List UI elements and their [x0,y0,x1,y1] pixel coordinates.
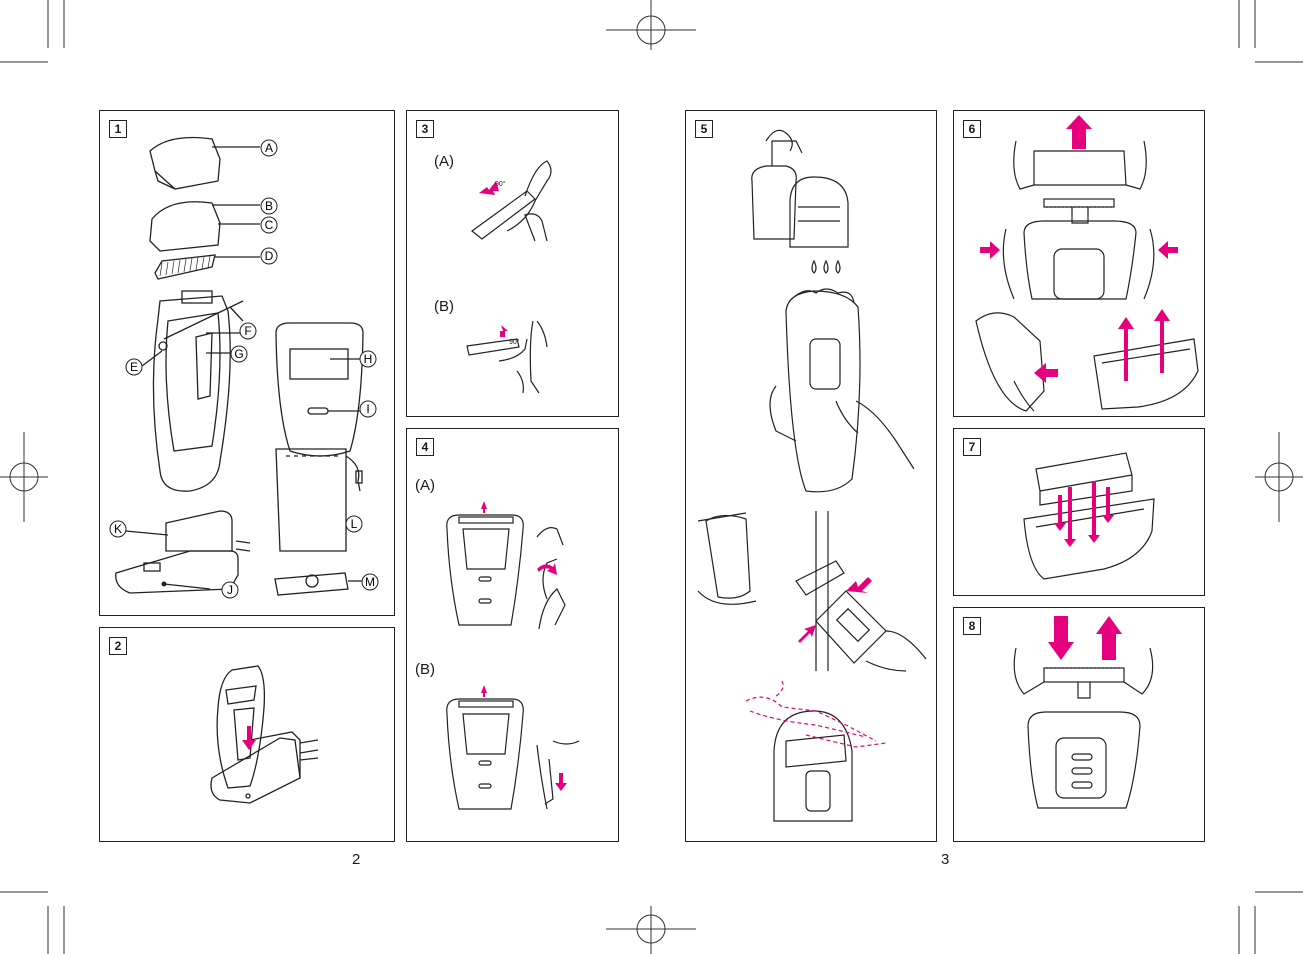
page-number-left: 2 [352,851,361,868]
label-h: H [364,352,373,366]
label-l: L [351,517,358,531]
panel-7: 7 [953,428,1205,596]
crosshair-top-icon [606,0,696,50]
panel-6: 6 [953,110,1205,417]
panel-number: 3 [416,120,434,138]
label-c: C [265,218,274,232]
label-f: F [244,324,251,338]
label-b: B [265,199,273,213]
label-k: K [114,522,122,536]
panel-1: 1 [99,110,395,616]
panel-5: 5 [685,110,937,842]
shaver-rear-view [275,322,364,457]
cleaning-brush [274,572,349,596]
subfigure-b-label: (B) [434,298,454,315]
foil-insert-diagram [1023,452,1155,580]
angle-label-b: 90° [509,338,520,346]
subfigure-a-label: (A) [415,477,435,494]
panel-number: 2 [109,637,127,655]
panel-8: 8 [953,607,1205,842]
panel-2: 2 [99,627,395,842]
label-m: M [365,575,375,589]
crosshair-bottom-icon [606,906,696,954]
panel-number: 6 [963,120,981,138]
label-a: A [265,141,273,155]
crosshair-right-icon [1255,432,1303,522]
shaver-body [152,295,231,492]
panel-number: 4 [416,438,434,456]
trimmer-diagram [446,501,580,810]
label-d: D [265,249,274,263]
label-j: J [227,583,233,597]
blade-replacement-diagram [1013,616,1154,809]
foil-removal-diagram [975,115,1199,412]
page-number-right: 3 [941,851,950,868]
label-e: E [130,360,138,374]
panel-3: 3 (A) (B) 90° 90° [406,110,619,417]
shaving-angle-diagram: 90° 90° [466,160,552,394]
inner-blade [154,254,216,280]
panel-number: 8 [963,617,981,635]
label-g: G [234,347,243,361]
panel-number: 5 [695,120,713,138]
panel-number: 7 [963,438,981,456]
charging-diagram [210,665,319,804]
crosshair-left-icon [0,432,48,522]
panel-number: 1 [109,120,127,138]
storage-pouch [275,448,347,552]
outer-foil-frame [149,201,221,252]
panel-4: 4 (A) (B) [406,428,619,842]
subfigure-b-label: (B) [415,661,435,678]
part-labels: A B C D E F G H I J K L M [109,139,379,599]
cleaning-diagram [697,129,927,822]
angle-label-a: 90° [495,180,506,188]
protective-cap [149,136,221,190]
label-i: I [366,402,369,416]
subfigure-a-label: (A) [434,153,454,170]
